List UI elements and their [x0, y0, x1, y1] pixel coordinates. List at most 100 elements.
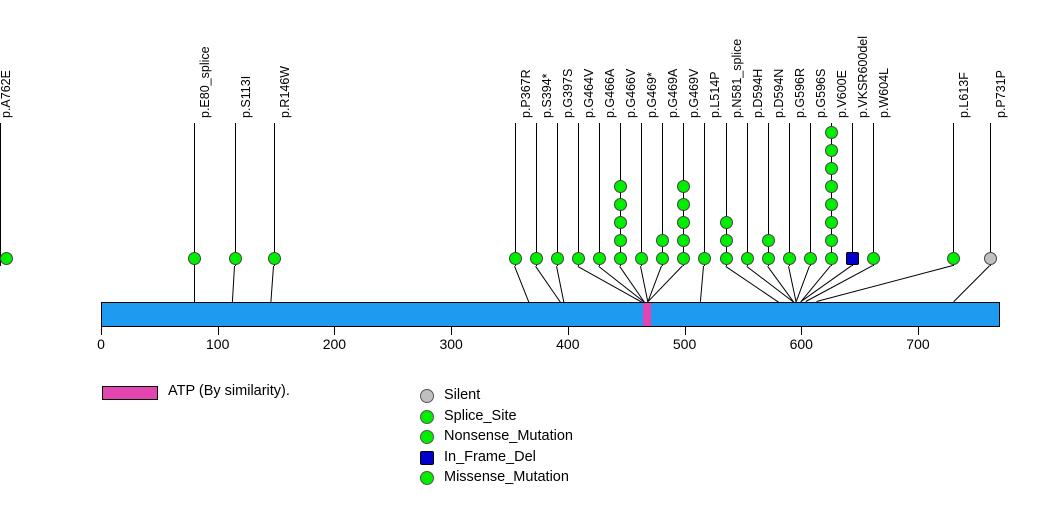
legend-label-missense_mutation: Missense_Mutation: [444, 469, 569, 485]
mutation-label: p.P731P: [994, 70, 1008, 118]
legend-label-splice_site: Splice_Site: [444, 407, 517, 424]
mutation-stem: [235, 123, 236, 266]
mutation-stem: [274, 123, 275, 266]
mutation-node[interactable]: [614, 252, 627, 265]
axis-tick-label: 600: [789, 336, 813, 352]
mutation-node[interactable]: [188, 252, 201, 265]
mutation-node[interactable]: [762, 234, 775, 247]
mutation-node[interactable]: [635, 252, 648, 265]
mutation-node[interactable]: [846, 252, 859, 265]
mutation-stem: [641, 123, 642, 266]
mutation-label: p.V600E: [835, 70, 849, 118]
mutation-node[interactable]: [825, 144, 838, 157]
legend-marker-splice_site[interactable]: [420, 409, 434, 424]
protein-backbone-bar[interactable]: [101, 302, 1000, 327]
mutation-node[interactable]: [614, 198, 627, 211]
mutation-stem: [810, 123, 811, 266]
mutation-label: p.G469A: [666, 68, 680, 118]
mutation-stem: [578, 123, 579, 266]
atp-domain-legend-swatch: [102, 386, 158, 400]
mutation-node[interactable]: [825, 252, 838, 265]
mutation-stem: [768, 123, 769, 266]
mutation-node[interactable]: [677, 180, 690, 193]
mutation-node[interactable]: [947, 252, 960, 265]
mutation-node[interactable]: [720, 252, 733, 265]
mutation-node[interactable]: [677, 198, 690, 211]
axis-tick: [101, 327, 102, 335]
mutation-node[interactable]: [677, 234, 690, 247]
legend-label-nonsense_mutation: Nonsense_Mutation: [444, 428, 573, 444]
mutation-node[interactable]: [867, 252, 880, 265]
mutation-node[interactable]: [677, 216, 690, 229]
mutation-stem: [557, 123, 558, 266]
legend-marker-nonsense_mutation[interactable]: [420, 430, 434, 444]
mutation-label: p.S394*: [540, 73, 554, 118]
mutation-node[interactable]: [614, 234, 627, 247]
mutation-label: p.R146W: [278, 65, 292, 118]
mutation-label: p.VKSR600del: [856, 35, 870, 118]
mutation-node[interactable]: [229, 252, 242, 265]
mutation-node[interactable]: [825, 216, 838, 229]
mutation-node[interactable]: [762, 252, 775, 265]
mutation-node[interactable]: [984, 252, 997, 265]
mutation-connector-line: [514, 266, 530, 303]
mutation-node[interactable]: [656, 234, 669, 247]
legend-marker-missense_mutation[interactable]: [420, 471, 434, 485]
mutation-node[interactable]: [268, 252, 281, 265]
mutation-node[interactable]: [572, 252, 585, 265]
mutation-node[interactable]: [825, 162, 838, 175]
axis-tick-label: 300: [439, 336, 463, 352]
mutation-label: p.E80_splice: [198, 46, 212, 118]
mutation-node[interactable]: [825, 180, 838, 193]
mutation-node[interactable]: [825, 126, 838, 139]
protein-domain-atp[interactable]: [642, 303, 651, 326]
mutation-stem: [536, 123, 537, 266]
legend-marker-in_frame_del[interactable]: [420, 450, 434, 465]
legend-marker-silent[interactable]: [420, 389, 434, 403]
axis-tick: [217, 327, 219, 335]
mutation-label: p.G466A: [603, 68, 617, 118]
mutation-connector-line: [699, 265, 704, 302]
mutation-node[interactable]: [656, 252, 669, 265]
mutation-node[interactable]: [614, 216, 627, 229]
mutation-stem: [620, 123, 621, 266]
legend-label-in_frame_del: In_Frame_Del: [444, 448, 536, 465]
mutation-node[interactable]: [720, 234, 733, 247]
mutation-label: p.G466V: [624, 68, 638, 118]
mutation-connector-line: [953, 265, 990, 302]
mutation-node[interactable]: [825, 234, 838, 247]
mutation-stem: [726, 123, 727, 266]
mutation-stem: [683, 123, 684, 266]
mutation-stem: [990, 123, 991, 266]
mutation-stem: [599, 123, 600, 266]
mutation-stem: [789, 123, 790, 266]
mutation-connector-line: [270, 265, 274, 302]
mutation-node[interactable]: [614, 180, 627, 193]
mutation-label: p.S113I: [239, 75, 253, 118]
mutation-stem: [953, 123, 954, 266]
mutation-label: p.A762E: [0, 70, 13, 118]
mutation-label: p.G596R: [793, 67, 807, 118]
mutation-node[interactable]: [720, 216, 733, 229]
mutation-label: p.G464V: [582, 68, 596, 118]
mutation-node[interactable]: [741, 252, 754, 265]
mutation-stem: [852, 123, 853, 266]
axis-tick-label: 0: [97, 336, 105, 352]
mutation-stem: [194, 123, 195, 327]
axis-tick: [801, 327, 803, 335]
mutation-node[interactable]: [783, 252, 796, 265]
mutation-node[interactable]: [804, 252, 817, 265]
mutation-stem: [831, 123, 832, 266]
mutation-label: p.L613F: [957, 72, 971, 118]
mutation-node[interactable]: [593, 252, 606, 265]
mutation-node[interactable]: [0, 252, 13, 265]
mutation-node[interactable]: [698, 252, 711, 265]
axis-tick-label: 400: [556, 336, 580, 352]
axis-tick-label: 700: [906, 336, 930, 352]
mutation-node[interactable]: [825, 198, 838, 211]
mutation-node[interactable]: [551, 252, 564, 265]
mutation-node[interactable]: [530, 252, 543, 265]
axis-tick: [917, 327, 919, 335]
mutation-node[interactable]: [677, 252, 690, 265]
mutation-node[interactable]: [509, 252, 522, 265]
